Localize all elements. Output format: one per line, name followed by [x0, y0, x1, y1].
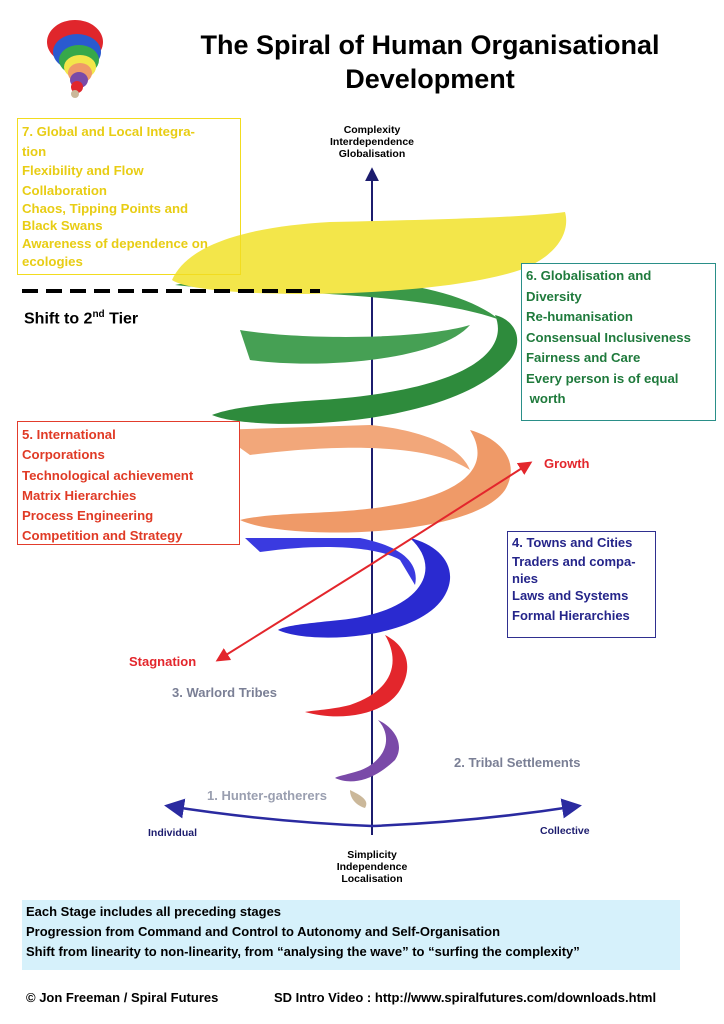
shift-tail: Tier: [104, 310, 139, 328]
stage-3-label: 3. Warlord Tribes: [172, 685, 277, 700]
stage-5-line: 5. International: [22, 427, 116, 442]
stage-7-line: Collaboration: [22, 182, 107, 198]
stage-4-line: Laws and Systems: [512, 588, 629, 604]
axis-left-label: Individual: [148, 827, 198, 839]
axis-bottom-line-3: Localisation: [341, 873, 403, 885]
stage-4-line: 4. Towns and Cities: [512, 535, 633, 550]
credits-video-link[interactable]: SD Intro Video : http://www.spiralfuture…: [274, 990, 657, 1005]
stage-4-line: nies: [512, 571, 539, 587]
stage-7-line: ecologies: [22, 254, 83, 269]
summary-line-1: Each Stage includes all preceding stages: [26, 904, 282, 919]
growth-arrow: [369, 461, 533, 566]
summary-line-3: Shift from linearity to non-linearity, f…: [26, 944, 580, 959]
axis-top-line-1: Complexity: [343, 124, 401, 136]
title-line-1: The Spiral of Human Organisational: [200, 30, 660, 60]
stagnation-label: Stagnation: [129, 654, 197, 669]
spiral-band-blue-upper: [245, 538, 416, 585]
spiral: [172, 212, 567, 808]
axis-top-label: Complexity Interdependence Globalisation: [312, 124, 432, 160]
stage-6-line: Fairness and Care: [526, 350, 641, 365]
stage-2-label: 2. Tribal Settlements: [454, 755, 581, 770]
stage-1-label: 1. Hunter-gatherers: [207, 788, 327, 803]
stage-7-line: 7. Global and Local Integra-: [22, 124, 195, 139]
stage-5-line: Corporations: [22, 447, 105, 463]
spiral-logo-icon: [47, 20, 103, 98]
spiral-band-purple: [335, 720, 399, 782]
stage-7-line: Chaos, Tipping Points and: [22, 201, 189, 216]
stage-6-line: Diversity: [526, 288, 582, 304]
spiral-band-orange: [240, 430, 511, 533]
shift-text: Shift to 2: [24, 310, 93, 328]
stage-7-line: Awareness of dependence on: [22, 236, 208, 251]
stage-6-line: Re-humanisation: [526, 309, 633, 324]
spiral-band-green-mid: [240, 325, 470, 364]
title-line-2: Development: [345, 64, 515, 94]
spiral-band-green-lower: [212, 315, 518, 424]
stage-4-line: Formal Hierarchies: [512, 607, 630, 623]
shift-tier-label: Shift to 2nd Tier: [24, 309, 138, 328]
stage-7-line: tion: [22, 143, 47, 159]
axis-top-line-3: Globalisation: [338, 148, 406, 160]
axis-bottom-label: Simplicity Independence Localisation: [312, 849, 432, 885]
spiral-band-orange-upper: [215, 425, 470, 470]
summary-line-2: Progression from Command and Control to …: [26, 924, 501, 939]
axis-bottom-line-1: Simplicity: [347, 849, 397, 861]
stage-6-line: 6. Globalisation and: [526, 268, 652, 283]
stage-7-box: 7. Global and Local Integra- tion Flexib…: [17, 118, 241, 275]
stage-6-line: Consensual Inclusiveness: [526, 329, 691, 345]
stage-7-line: Black Swans: [22, 218, 103, 233]
summary-box: Each Stage includes all preceding stages…: [22, 900, 680, 970]
stage-4-box: 4. Towns and Cities Traders and compa- n…: [507, 531, 656, 638]
stage-5-line: Competition and Strategy: [22, 528, 183, 544]
stage-6-box: 6. Globalisation and Diversity Re-humani…: [521, 263, 716, 421]
spiral-band-beige: [350, 790, 367, 808]
spiral-band-red: [305, 635, 408, 717]
stage-7-line: Flexibility and Flow: [22, 163, 144, 178]
stage-5-line: Technological achievement: [22, 467, 194, 483]
collective-arc: [371, 798, 582, 828]
page-title: The Spiral of Human Organisational Devel…: [150, 28, 710, 96]
stage-4-line: Traders and compa-: [512, 554, 636, 570]
shift-sup: nd: [92, 309, 105, 320]
axis-bottom-line-2: Independence: [336, 861, 408, 873]
credits-author: © Jon Freeman / Spiral Futures: [26, 990, 219, 1005]
stage-5-line: Process Engineering: [22, 508, 154, 524]
axis-top-line-2: Interdependence: [329, 136, 415, 148]
growth-label: Growth: [544, 456, 590, 471]
stage-6-line: worth: [526, 391, 566, 406]
stage-5-box: 5. International Corporations Technologi…: [17, 421, 240, 545]
individual-collective-arc: [164, 798, 373, 828]
spiral-band-yellow: [172, 212, 567, 294]
stage-6-line: Every person is of equal: [526, 370, 679, 386]
stage-5-line: Matrix Hierarchies: [22, 487, 137, 503]
axis-right-label: Collective: [540, 825, 590, 837]
spiral-band-blue-lower: [278, 538, 451, 638]
stagnation-arrow: [215, 564, 371, 662]
